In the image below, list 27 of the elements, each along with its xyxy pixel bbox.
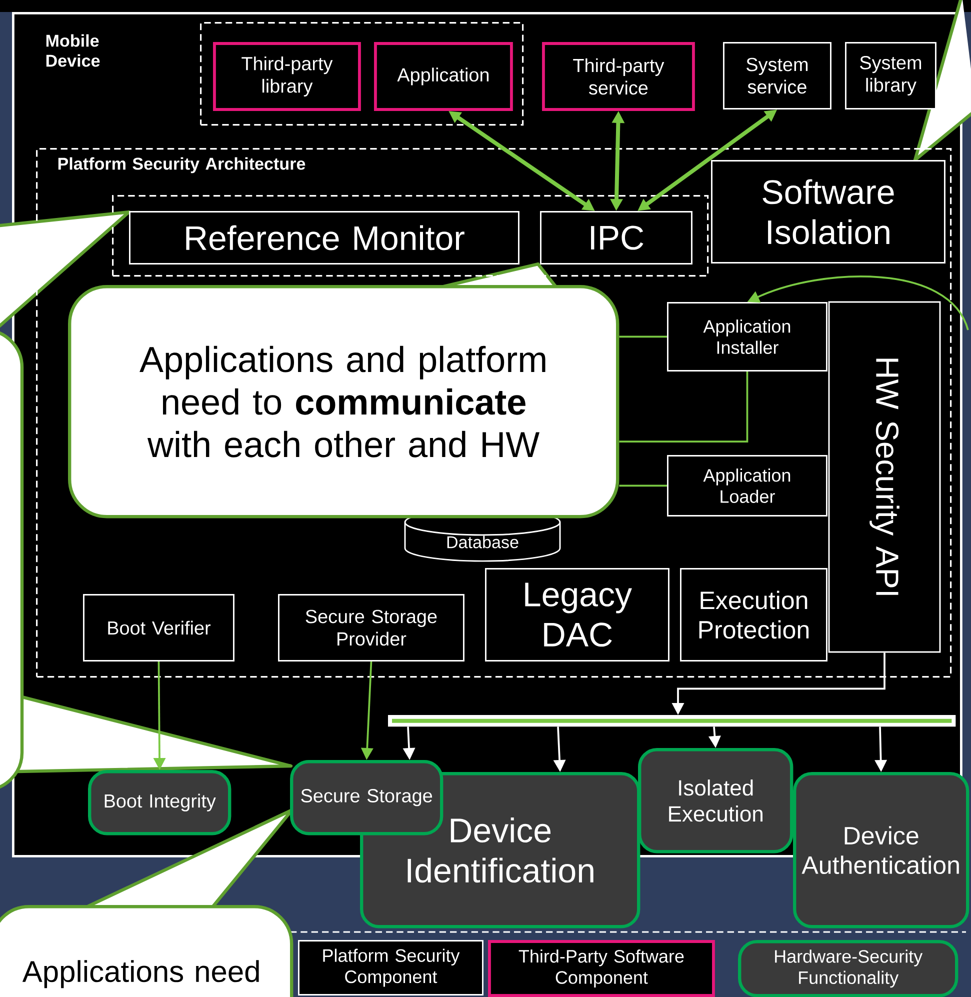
connector xyxy=(619,336,667,338)
component-box: Application Installer xyxy=(667,302,828,372)
component-box: Third-party library xyxy=(213,42,361,111)
component-box: Application Loader xyxy=(667,455,828,516)
component-box: Execution Protection xyxy=(680,568,828,662)
connector xyxy=(619,371,748,443)
legend-item: Hardware-Security Functionality xyxy=(738,940,958,997)
connector xyxy=(619,484,667,487)
function-box: Isolated Execution xyxy=(638,748,794,854)
component-box: System service xyxy=(723,42,832,110)
legend-item: Third-Party Software Component xyxy=(488,940,715,997)
component-box: Boot Verifier xyxy=(83,594,234,662)
component-box: Software Isolation xyxy=(711,160,946,264)
component-box: Application xyxy=(374,42,513,111)
function-box: Secure Storage xyxy=(290,760,444,836)
component-box: Third-party service xyxy=(542,42,695,111)
speech-bubble: Applications need xyxy=(0,905,294,997)
component-box: IPC xyxy=(540,211,692,264)
component-box: Reference Monitor xyxy=(129,211,520,264)
component-box: Legacy DAC xyxy=(485,568,670,662)
component-box: System library xyxy=(845,42,936,110)
dashed-group xyxy=(112,195,709,277)
function-box: Boot Integrity xyxy=(88,770,232,836)
legend-item: Platform Security Component xyxy=(298,940,484,996)
function-box: Device Authentication xyxy=(793,772,970,928)
component-box: Secure Storage Provider xyxy=(278,594,464,662)
dashed-group xyxy=(200,22,524,126)
